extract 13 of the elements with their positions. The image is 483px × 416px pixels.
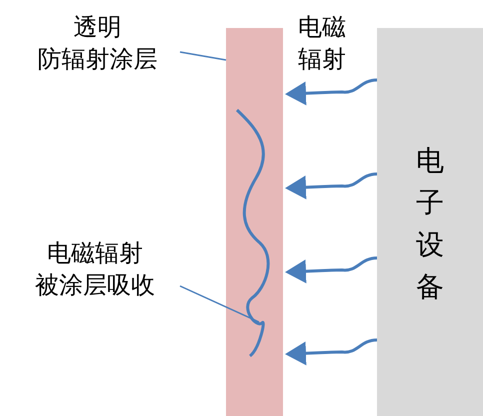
radiation-arrow (285, 172, 378, 200)
absorbed-wave (236, 108, 270, 358)
device-panel (377, 28, 483, 416)
radiation-arrow (285, 78, 378, 106)
leader-line (180, 51, 226, 61)
coating-layer (226, 28, 283, 416)
coating-label: 透明防辐射涂层 (15, 12, 180, 82)
radiation-arrow (285, 338, 378, 366)
absorption-label: 电磁辐射被涂层吸收 (10, 238, 180, 308)
radiation-label: 电磁辐射 (297, 13, 347, 75)
device-label: 电子设备 (415, 144, 445, 304)
radiation-arrow (285, 256, 378, 284)
leader-line (180, 285, 260, 323)
